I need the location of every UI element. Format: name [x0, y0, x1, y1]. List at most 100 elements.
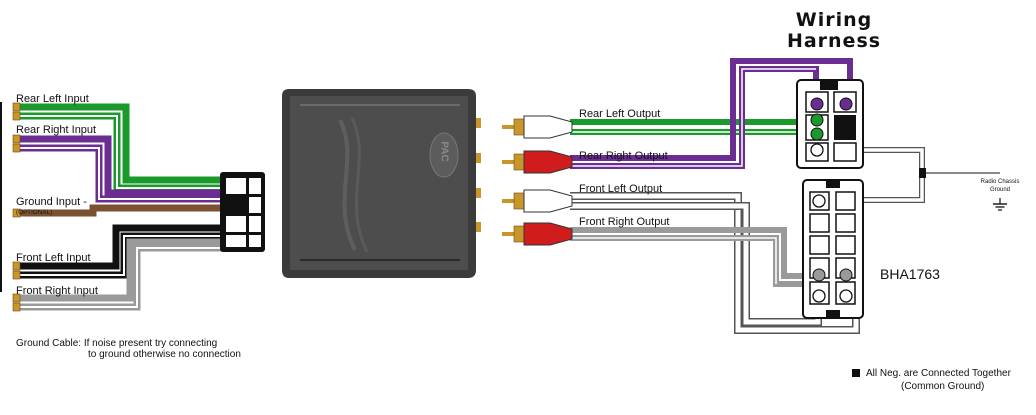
rca-pin: [502, 232, 516, 236]
rca-body: [523, 150, 573, 174]
terminal-icon: [12, 102, 21, 112]
wire-rear-right-stripe: [18, 147, 222, 200]
wire-front-left-positive: [18, 224, 222, 270]
terminal-icon: [12, 111, 21, 121]
device-wave: [350, 117, 369, 253]
wire-rear-left-stripe: [18, 115, 222, 189]
ground-wire-outline: [860, 147, 925, 203]
harness-connector-lower: [802, 179, 864, 319]
wire-stripe: [570, 68, 816, 167]
connector-pin: [249, 235, 261, 247]
chassis-line-2: Ground: [989, 187, 1010, 193]
wire-front-left-stripe: [18, 235, 222, 276]
wire-front-right-stripe: [18, 247, 222, 308]
legend-line-1: All Neg. are Connected Together: [866, 368, 1011, 379]
rca-pin: [502, 125, 516, 129]
device-jack: [476, 153, 481, 163]
rca-sleeve: [513, 153, 525, 171]
pin-purple: [839, 97, 853, 111]
wire-stripe: [570, 237, 777, 284]
rca-plug-rear-left: [502, 115, 573, 139]
label-front-left-input: Front Left Input: [16, 252, 91, 264]
terminal-icon: [12, 302, 21, 312]
rca-sleeve: [513, 225, 525, 243]
pin-green: [810, 113, 824, 127]
connector-pin: [226, 178, 246, 194]
ground-cable-note-line-1: Ground Cable: If noise present try conne…: [16, 338, 218, 349]
wire-terminals: [12, 102, 21, 312]
pin-white: [810, 143, 824, 157]
wire-front-right-out: [570, 227, 818, 279]
rca-plugs: [502, 115, 573, 246]
rca-body: [523, 115, 573, 139]
terminal-icon: [12, 293, 21, 303]
terminal-icon: [12, 143, 21, 153]
connector-cavity: [835, 213, 856, 233]
pin-purple: [810, 97, 824, 111]
rca-pin: [502, 160, 516, 164]
label-front-right-input: Front Right Input: [16, 285, 98, 297]
connector-pin: [226, 235, 246, 247]
label-front-right-output: Front Right Output: [579, 216, 670, 228]
wiring-harness-title: Wiring Harness: [782, 10, 886, 52]
pin-white: [839, 289, 853, 303]
connector-pin: [249, 216, 261, 232]
pin-white: [812, 289, 826, 303]
label-rear-right-output: Rear Right Output: [579, 150, 668, 162]
legend-line-2: (Common Ground): [901, 381, 985, 392]
label-rear-right-input: Rear Right Input: [16, 124, 97, 136]
terminal-icon: [12, 261, 21, 271]
pac-logo-badge: [429, 132, 459, 178]
connector-pin: [249, 197, 261, 213]
chassis-ground-label: Radio Chassis Ground: [970, 178, 1030, 194]
wire-rear-right-out: [570, 58, 853, 161]
title-line-1: Wiring: [795, 9, 873, 31]
wire-front-right-positive: [18, 238, 222, 302]
rca-pin: [502, 199, 516, 203]
rca-plug-rear-right: [502, 150, 573, 174]
pac-logo: PAC: [438, 141, 450, 162]
connector-cavity: [835, 191, 856, 211]
device-jack: [476, 188, 481, 198]
device-wave: [338, 119, 357, 251]
connector-cavity-neg: [834, 115, 856, 140]
wire-rear-left-positive: [18, 103, 222, 184]
ground-splice: [919, 168, 926, 178]
ground-cable-note-line-2: to ground otherwise no connection: [88, 349, 241, 360]
connector-latch: [826, 180, 840, 188]
connector-cavity: [833, 142, 857, 162]
label-rear-left-output: Rear Left Output: [579, 108, 661, 120]
label-front-left-output: Front Left Output: [579, 183, 663, 195]
pin-gray: [812, 268, 826, 282]
connector-latch: [826, 310, 840, 318]
connector-pin: [226, 216, 246, 232]
device-jack: [476, 222, 481, 232]
label-ground-input: Ground Input -: [16, 196, 87, 208]
terminal-icon: [12, 270, 21, 280]
pin-white: [812, 194, 826, 208]
terminal-icon: [12, 134, 21, 144]
rca-sleeve: [513, 192, 525, 210]
wire-front-left-out: [570, 193, 859, 333]
input-wires: [18, 103, 222, 311]
wire-rear-right-positive: [18, 135, 222, 197]
label-ground-optional: (OPTIONAL): [16, 210, 53, 216]
rca-body: [523, 189, 573, 213]
wire-ground: [18, 204, 222, 217]
device-top: [290, 96, 468, 270]
rca-plug-front-right: [502, 222, 573, 246]
rca-body: [523, 222, 573, 246]
connector-cavity: [809, 213, 830, 233]
connector-latch: [820, 80, 838, 90]
title-line-2: Harness: [786, 30, 882, 52]
harness-part-number: BHA1763: [880, 266, 940, 282]
pin-green: [810, 127, 824, 141]
ground-wire: [860, 148, 924, 202]
rca-plug-front-left: [502, 189, 573, 213]
terminal-icon: [12, 208, 21, 218]
connector-cavity: [835, 235, 856, 255]
label-rear-left-input: Rear Left Input: [16, 93, 89, 105]
legend-square-icon: [852, 369, 860, 377]
harness-connector-upper: [796, 79, 864, 169]
